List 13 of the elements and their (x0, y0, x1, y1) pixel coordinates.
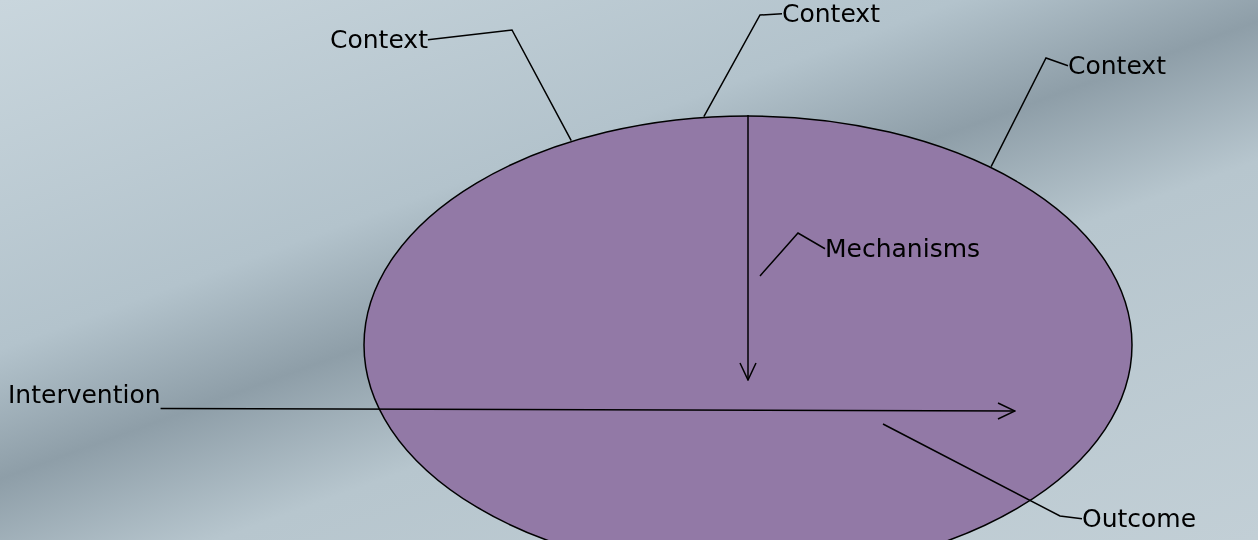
leader-line (427, 29, 572, 142)
leader-line (703, 13, 783, 118)
outcome-label: Outcome (1082, 505, 1197, 533)
context-label: Context (782, 0, 880, 28)
leader-line (990, 57, 1069, 168)
leader-line (759, 232, 826, 277)
intervention-label: Intervention (8, 381, 161, 409)
arrow (739, 114, 757, 381)
context-label: Context (1068, 52, 1166, 80)
mechanisms-label: Mechanisms (825, 235, 981, 263)
arrow (159, 402, 1016, 420)
context-label: Context (330, 26, 428, 54)
leader-line (882, 423, 1083, 520)
